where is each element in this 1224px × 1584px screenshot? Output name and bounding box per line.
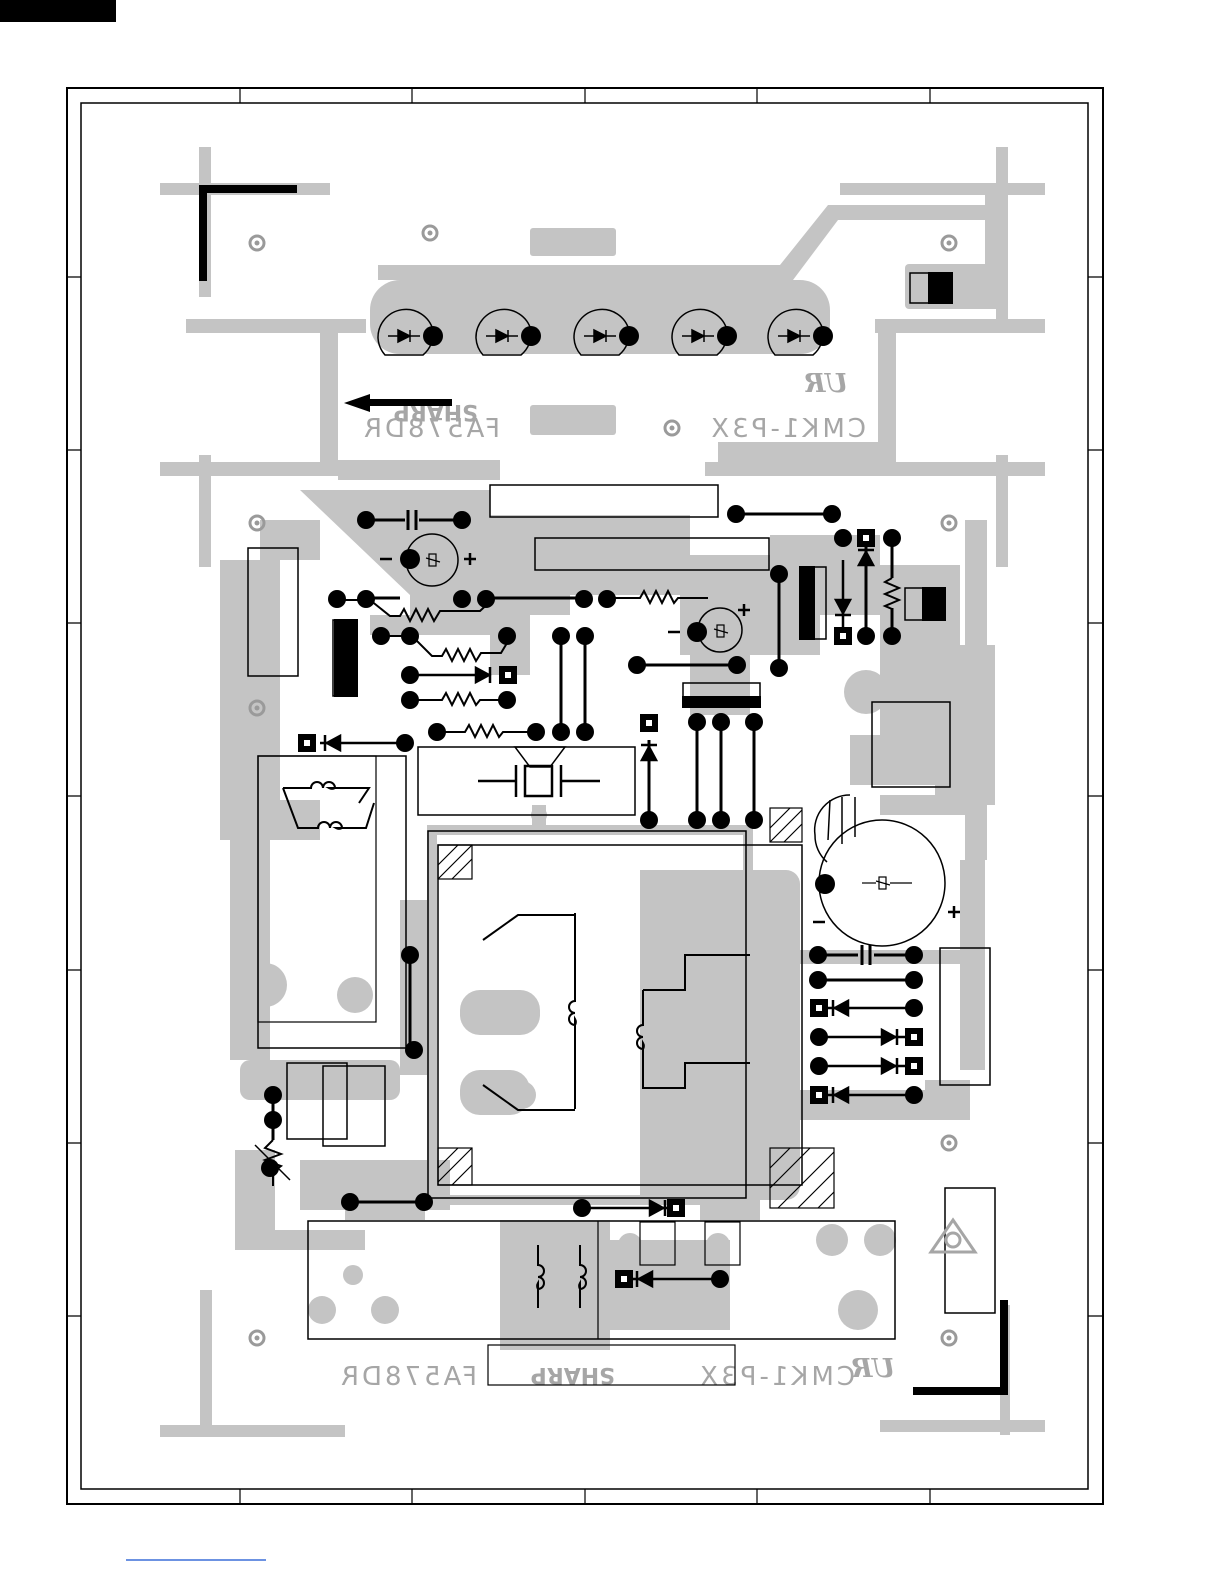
- model-label-top: CMK1-P3X: [708, 414, 866, 444]
- brand-label-bottom: SHARP: [531, 1362, 615, 1387]
- copper-layer: [160, 147, 1045, 1437]
- crystal-icon: [478, 747, 600, 797]
- connector-upper: [490, 485, 718, 517]
- corner-bracket-bottom-right: [913, 1300, 1008, 1395]
- logo-bottom: UR: [851, 1354, 895, 1384]
- part-label-top: FA578DR: [361, 414, 500, 444]
- model-label-bottom: CMK1-P3X: [697, 1362, 855, 1392]
- logo-top: UR: [804, 369, 848, 399]
- silkscreen-bottom: SHARP FA578DR CMK1-P3X UR: [338, 1354, 895, 1392]
- buzzer-outline: [418, 747, 635, 815]
- relay-box-left: [258, 756, 406, 1048]
- part-label-bottom: FA578DR: [338, 1362, 477, 1392]
- corner-bracket-top-left: [199, 185, 297, 281]
- warning-triangle-icon: [931, 1220, 975, 1252]
- page-tab: [0, 0, 116, 22]
